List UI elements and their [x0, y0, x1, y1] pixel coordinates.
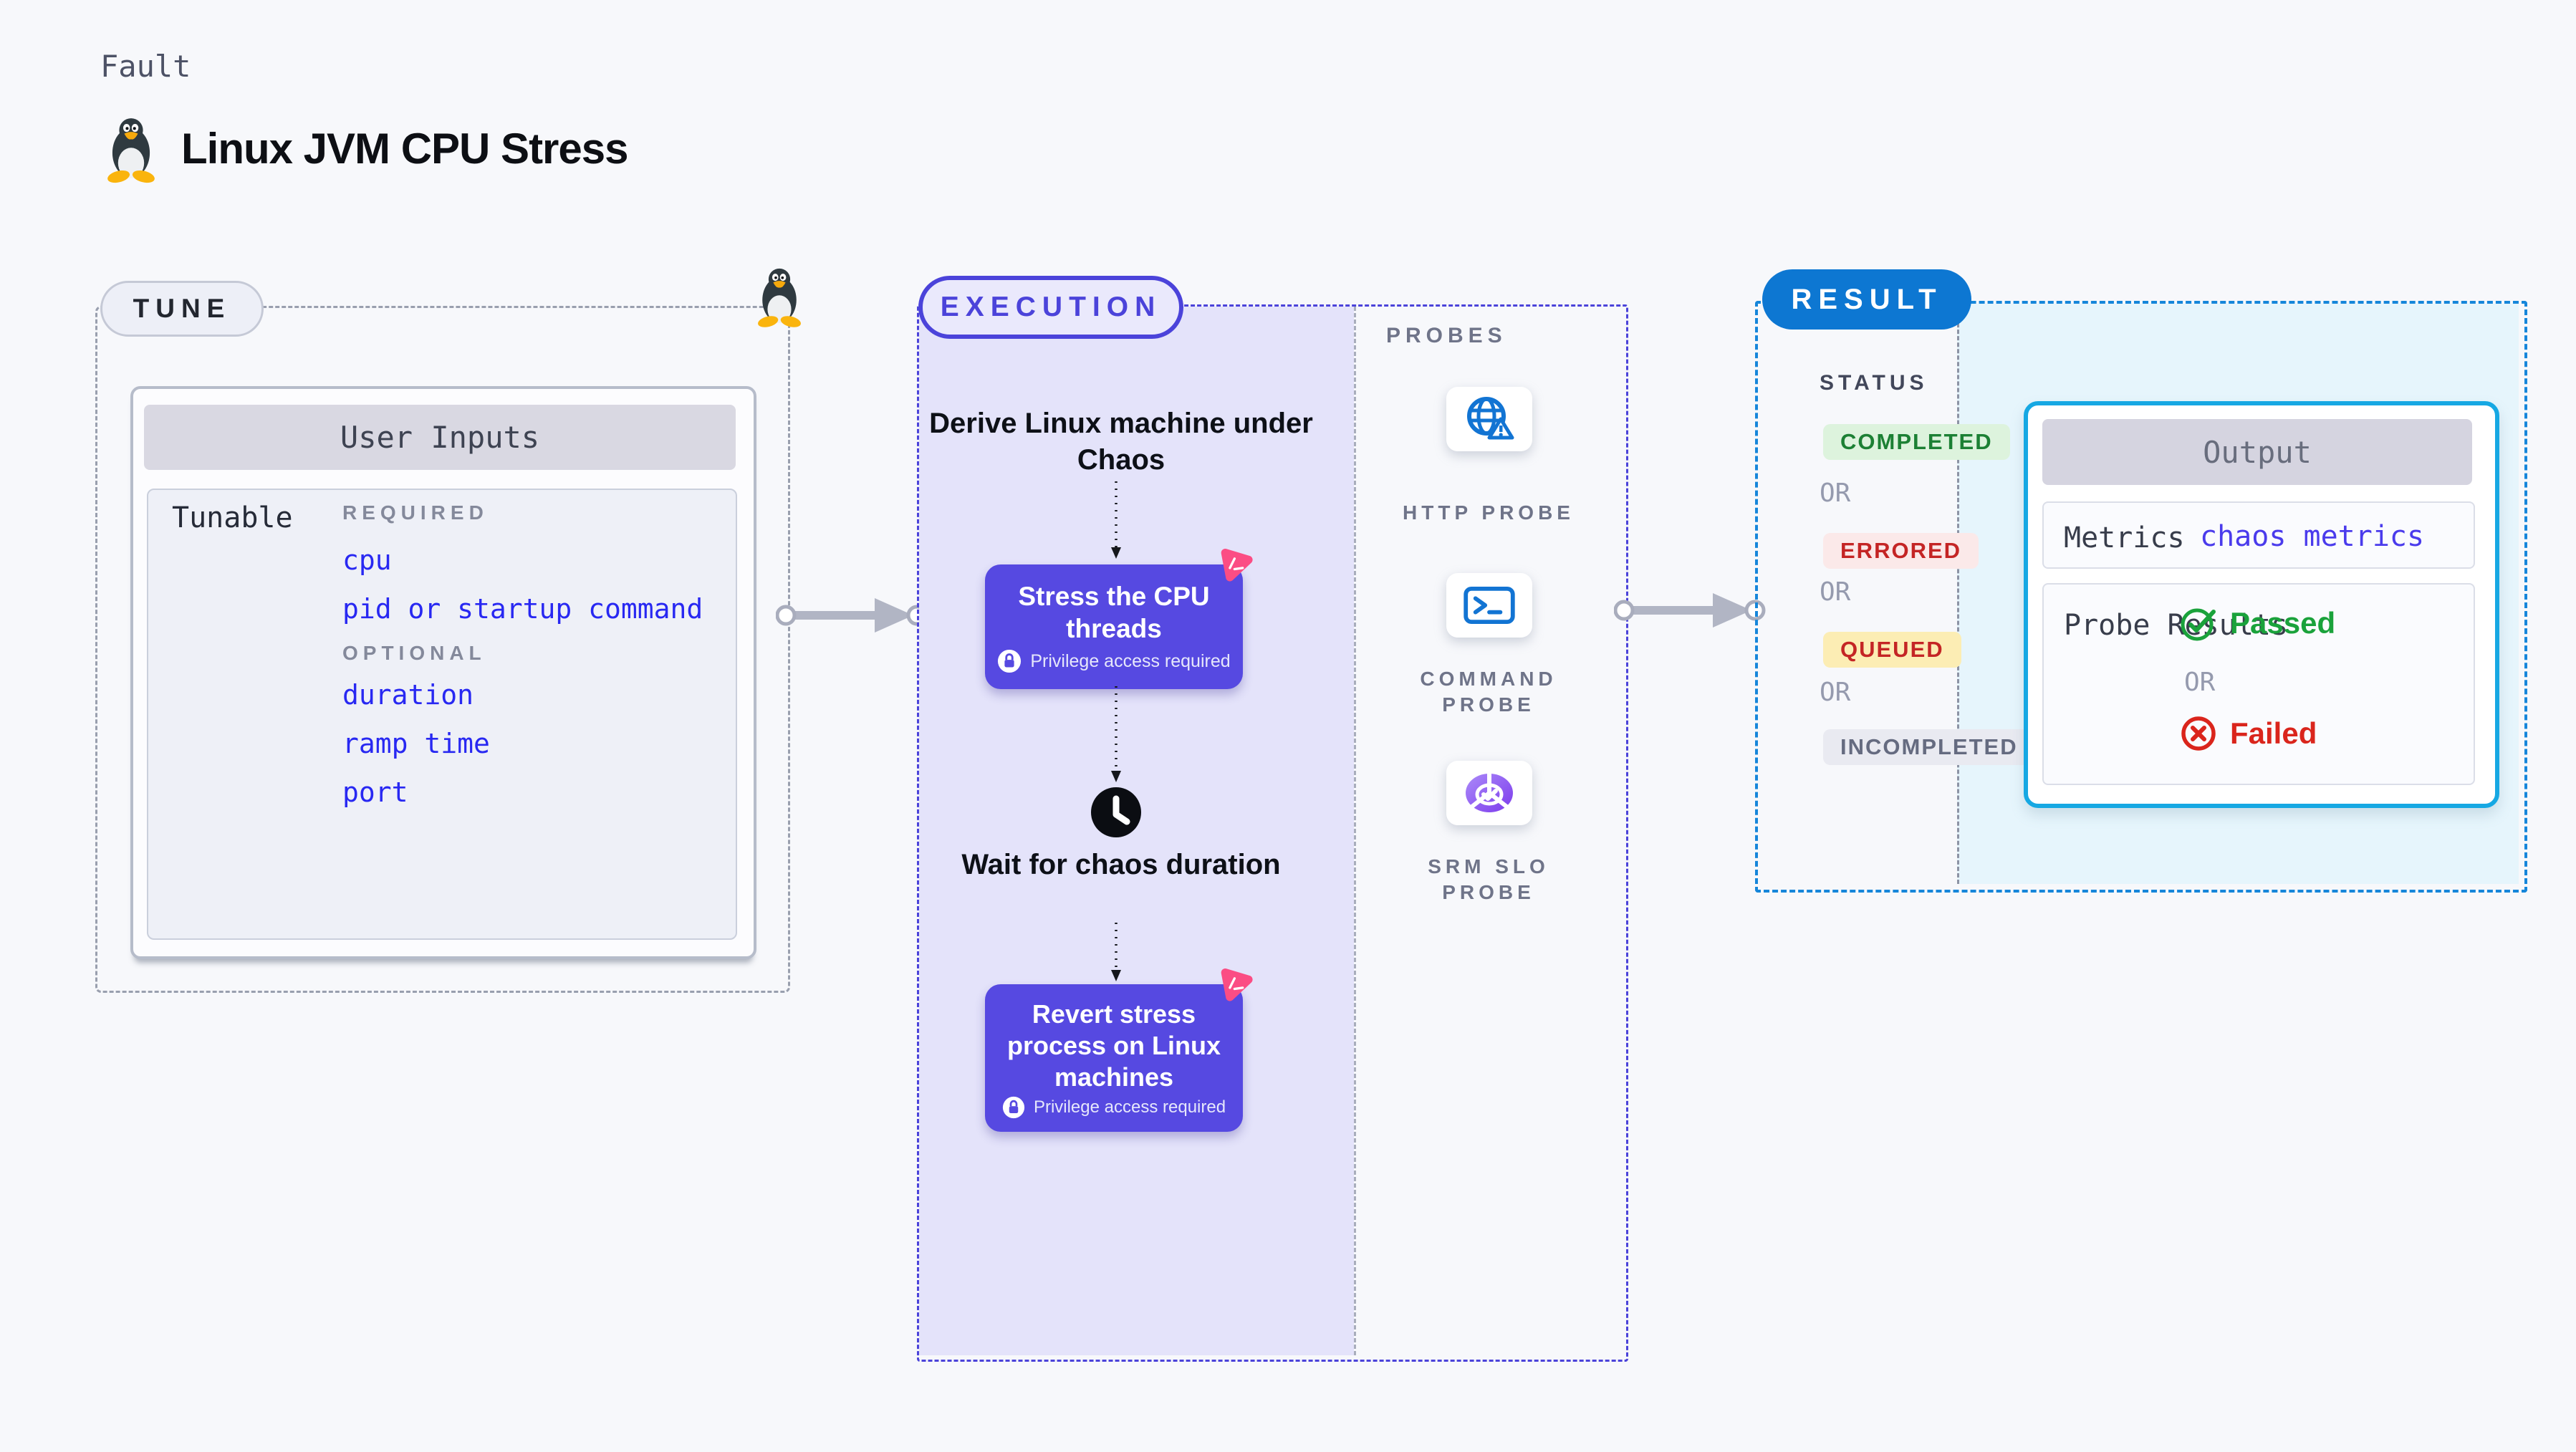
output-header: Output	[2042, 419, 2472, 485]
metrics-row: Metrics chaos metrics	[2042, 501, 2475, 569]
terminal-icon	[1463, 586, 1516, 625]
tunable-panel	[147, 489, 737, 940]
globe-warning-icon	[1464, 396, 1515, 442]
probe-results-row: Probe Results Passed OR Failed	[2042, 583, 2475, 785]
http-probe-label: HTTP PROBE	[1381, 500, 1596, 526]
user-inputs-header: User Inputs	[144, 405, 736, 470]
failed-result: Failed	[2180, 715, 2317, 752]
wait-step-label: Wait for chaos duration	[961, 849, 1281, 880]
metrics-label: Metrics	[2064, 521, 2185, 554]
execution-badge: EXECUTION	[918, 276, 1183, 339]
param-pid-or-startup-command: pid or startup command	[342, 593, 703, 625]
execution-probes-divider	[1354, 307, 1356, 1355]
stress-cpu-node: Stress the CPU threads Privilege access …	[985, 564, 1243, 690]
probe-label-line: COMMAND	[1420, 668, 1557, 690]
status-badge-errored: ERRORED	[1823, 533, 1979, 569]
privilege-note: Privilege access required	[1030, 650, 1231, 671]
execution-flow-area	[919, 307, 1354, 1355]
result-section	[1755, 301, 2527, 893]
passed-result: Passed	[2180, 605, 2335, 642]
probe-results-label: Probe Results	[2064, 609, 2289, 642]
optional-label: OPTIONAL	[342, 642, 486, 664]
result-badge: RESULT	[1762, 269, 1971, 330]
status-badge-queued: QUEUED	[1823, 632, 1961, 668]
failed-label: Failed	[2230, 716, 2317, 750]
srm-slo-probe-card	[1446, 761, 1532, 825]
x-circle-icon	[2180, 715, 2217, 752]
tunable-row-label: Tunable	[172, 501, 293, 534]
lock-icon	[997, 649, 1022, 673]
or-separator: OR	[1820, 678, 1851, 707]
command-probe-card	[1446, 573, 1532, 638]
tune-badge: TUNE	[100, 281, 264, 337]
probe-label-line: HTTP PROBE	[1403, 501, 1575, 524]
or-separator: OR	[1820, 577, 1851, 607]
slo-pie-icon	[1464, 771, 1515, 814]
chaos-icon	[1217, 966, 1254, 1003]
param-cpu: cpu	[342, 544, 392, 576]
tune-to-execution-arrow	[776, 594, 930, 637]
status-label: STATUS	[1820, 371, 1928, 395]
revert-stress-node: Revert stress process on Linux machines …	[985, 984, 1243, 1132]
probe-label-line: PROBE	[1442, 881, 1535, 904]
revert-node-label: Revert stress process on Linux machines	[1006, 999, 1221, 1092]
chaos-icon	[1217, 546, 1254, 583]
param-duration: duration	[342, 679, 474, 711]
derive-step-label: Derive Linux machine under Chaos	[929, 408, 1313, 476]
status-output-divider	[1957, 304, 1959, 884]
command-probe-label: COMMAND PROBE	[1381, 666, 1596, 718]
probe-label-line: PROBE	[1442, 693, 1535, 716]
execution-section	[917, 304, 1628, 1362]
http-probe-card	[1446, 387, 1532, 451]
tux-linux-icon-small	[754, 264, 805, 328]
page-title: Linux JVM CPU Stress	[181, 124, 629, 173]
page-header: Linux JVM CPU Stress	[102, 113, 629, 183]
tux-linux-icon	[102, 113, 160, 183]
stress-node-label: Stress the CPU threads	[1018, 582, 1210, 644]
status-badge-completed: COMPLETED	[1823, 424, 2010, 460]
execution-to-result-arrow	[1614, 589, 1768, 632]
or-separator: OR	[2184, 668, 2216, 697]
privilege-note: Privilege access required	[1033, 1097, 1226, 1117]
down-arrow-icon	[1111, 923, 1121, 981]
required-label: REQUIRED	[342, 501, 489, 524]
lock-icon	[1002, 1096, 1025, 1119]
passed-label: Passed	[2230, 606, 2336, 640]
srm-slo-probe-label: SRM SLO PROBE	[1381, 854, 1596, 906]
check-circle-icon	[2180, 605, 2217, 642]
probes-label: PROBES	[1386, 324, 1507, 347]
status-badge-incompleted: INCOMPLETED	[1823, 729, 2035, 765]
metrics-value: chaos metrics	[2200, 520, 2425, 553]
clock-icon	[1090, 787, 1142, 838]
or-separator: OR	[1820, 479, 1851, 508]
down-arrow-icon	[1111, 481, 1121, 559]
tune-section	[95, 306, 790, 993]
probe-label-line: SRM SLO	[1428, 855, 1549, 878]
param-port: port	[342, 777, 408, 808]
fault-kind-label: Fault	[100, 49, 191, 84]
param-ramp-time: ramp time	[342, 728, 490, 759]
down-arrow-icon	[1111, 686, 1121, 782]
